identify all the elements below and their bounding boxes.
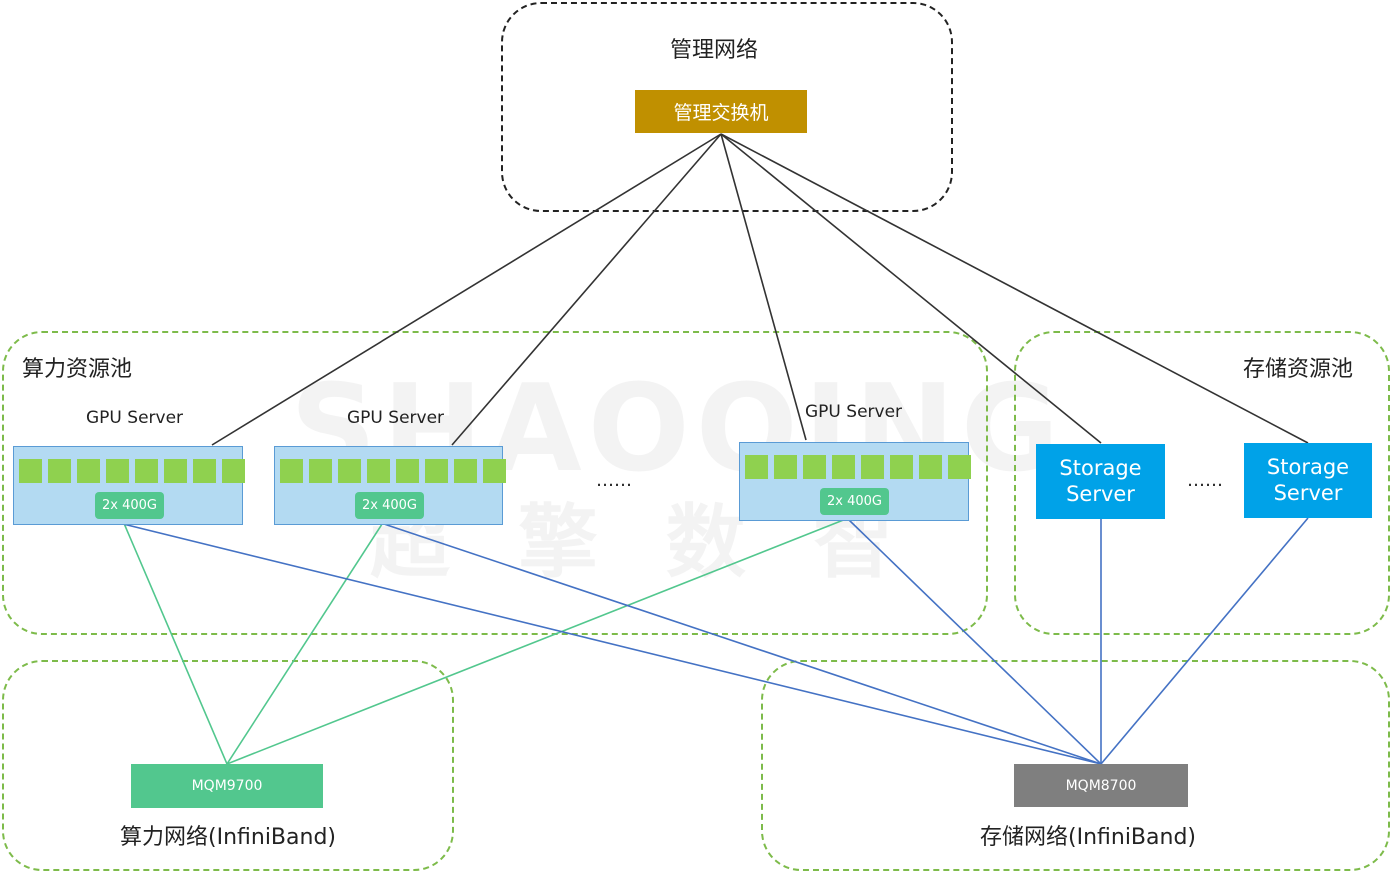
gpu-slot <box>48 459 71 483</box>
gpu-slot <box>948 455 971 479</box>
gpu-slot <box>106 459 129 483</box>
gpu-slot <box>77 459 100 483</box>
gpu-slot <box>803 455 826 479</box>
storage-network-zone <box>761 660 1390 871</box>
storage-server-2-label: Storage Server <box>1266 455 1350 505</box>
storage-network-link <box>383 523 1102 765</box>
storage-network-link <box>1100 517 1309 765</box>
compute-network-link <box>226 520 385 765</box>
compute-ellipsis: …… <box>596 470 632 491</box>
gpu-slot <box>890 455 913 479</box>
gpu-server-3[interactable]: 2x 400G <box>739 442 971 521</box>
gpu-server-2[interactable]: 2x 400G <box>274 446 506 525</box>
storage-server-2[interactable]: Storage Server <box>1244 443 1372 518</box>
gpu-slot <box>483 459 506 483</box>
storage-ellipsis: …… <box>1187 470 1223 491</box>
gpu-slot <box>367 459 390 483</box>
compute-network-link <box>122 520 228 765</box>
mqm8700-switch[interactable]: MQM8700 <box>1014 764 1188 807</box>
compute-network-zone <box>2 660 454 871</box>
gpu-server-3-port: 2x 400G <box>820 488 889 515</box>
mqm9700-switch[interactable]: MQM9700 <box>131 764 323 808</box>
gpu-slot <box>309 459 332 483</box>
compute-pool-title: 算力资源池 <box>22 357 133 382</box>
gpu-slot <box>338 459 361 483</box>
management-link <box>720 133 1309 444</box>
gpu-slot <box>19 459 42 483</box>
gpu-slot <box>222 459 245 483</box>
storage-pool-zone <box>1014 331 1390 635</box>
mqm9700-label: MQM9700 <box>191 778 263 794</box>
gpu-slot <box>135 459 158 483</box>
gpu-slot <box>280 459 303 483</box>
storage-server-1-label: Storage Server <box>1059 456 1142 506</box>
storage-pool-title: 存储资源池 <box>1243 357 1354 382</box>
gpu-slot <box>193 459 216 483</box>
gpu-server-2-title: GPU Server <box>347 408 445 428</box>
storage-network-title: 存储网络(InfiniBand) <box>980 825 1196 850</box>
compute-network-link <box>226 516 852 765</box>
storage-network-link <box>848 519 1102 765</box>
storage-server-1[interactable]: Storage Server <box>1036 444 1165 519</box>
gpu-slot <box>832 455 855 479</box>
gpu-server-1[interactable]: 2x 400G <box>13 446 245 525</box>
gpu-slot <box>861 455 884 479</box>
compute-pool-zone <box>2 331 988 635</box>
management-link <box>451 133 722 446</box>
compute-network-title: 算力网络(InfiniBand) <box>120 825 336 850</box>
gpu-slot <box>425 459 448 483</box>
management-link <box>720 133 807 441</box>
management-link <box>720 133 1102 444</box>
gpu-slot <box>164 459 187 483</box>
management-network-title: 管理网络 <box>670 38 759 63</box>
gpu-server-2-port: 2x 400G <box>355 492 424 519</box>
storage-network-link <box>122 523 1102 765</box>
gpu-slot <box>774 455 797 479</box>
management-network-zone <box>501 2 953 212</box>
mqm8700-label: MQM8700 <box>1065 777 1137 794</box>
management-switch-label: 管理交换机 <box>673 102 769 124</box>
management-switch[interactable]: 管理交换机 <box>635 90 807 133</box>
gpu-server-1-title: GPU Server <box>86 408 184 428</box>
gpu-slot <box>454 459 477 483</box>
management-link <box>211 133 722 446</box>
gpu-server-1-port: 2x 400G <box>95 492 164 519</box>
gpu-slot <box>745 455 768 479</box>
gpu-slot <box>919 455 942 479</box>
gpu-server-3-title: GPU Server <box>805 402 903 422</box>
gpu-slot <box>396 459 419 483</box>
